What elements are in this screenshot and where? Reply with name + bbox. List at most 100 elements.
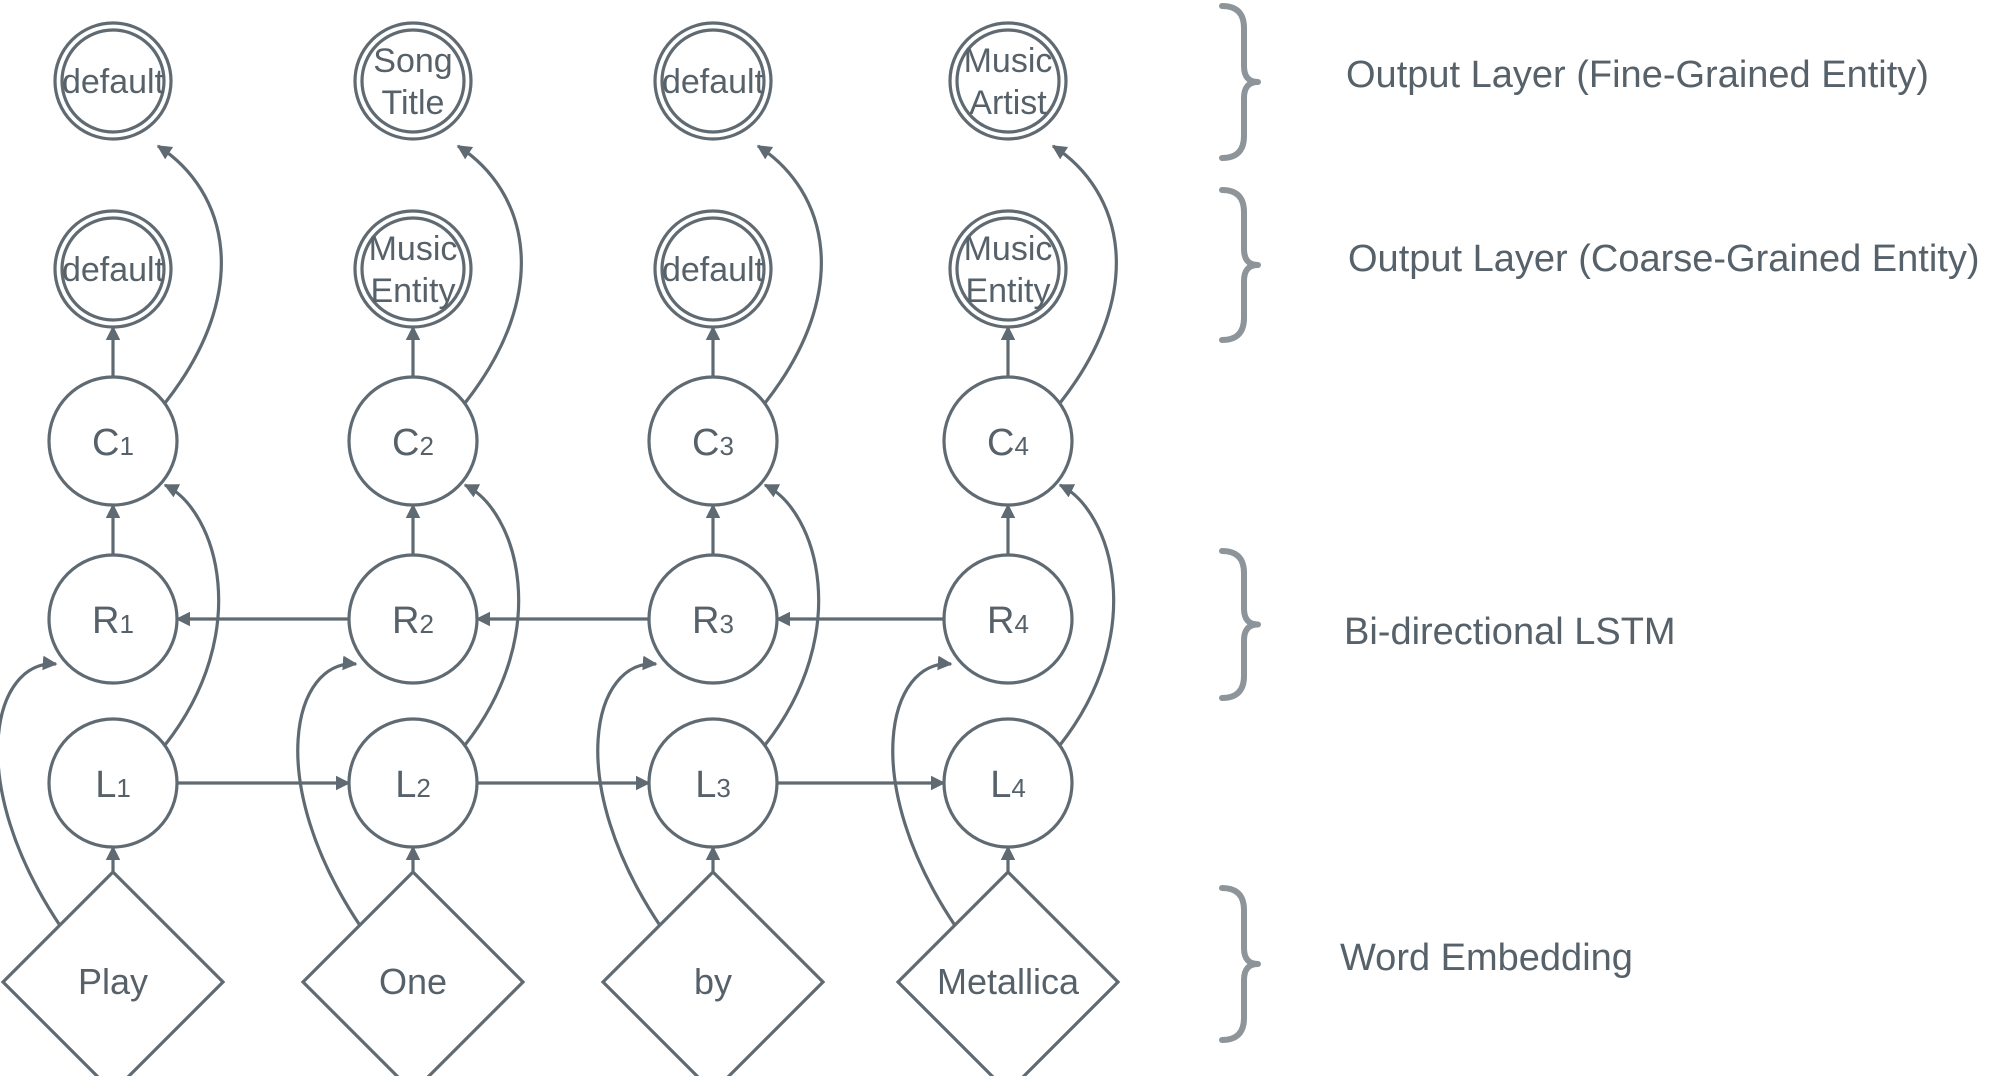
l4-node: L4 [942, 717, 1074, 849]
word-node-3: by [600, 869, 826, 1076]
word-node-2: One [300, 869, 526, 1076]
nodes-layer: PlayL1R1C1defaultdefaultOneL2R2C2MusicEn… [0, 21, 1121, 1076]
edge-l3-to-c3 [763, 483, 821, 746]
brace-lstm [1219, 548, 1261, 701]
c1-subscript: 1 [119, 431, 133, 461]
c2-base: C [392, 422, 419, 464]
word-node-4: Metallica [895, 869, 1121, 1076]
r1-node: R1 [47, 553, 179, 685]
c2-node: C2 [347, 375, 479, 507]
edges-layer [0, 144, 1118, 928]
fine-label-2-1: Song [373, 42, 452, 80]
fine-label-3-1: default [662, 63, 765, 101]
svg-text:R1: R1 [92, 600, 134, 642]
brace-embedding [1219, 885, 1261, 1043]
edge-c2-to-fine2 [456, 144, 523, 404]
coarse-label-2-2: Entity [370, 272, 455, 310]
edge-word-to-r2 [296, 655, 363, 928]
r2-node: R2 [347, 553, 479, 685]
edge-l1-to-c1 [163, 483, 221, 746]
r3-base: R [692, 600, 719, 642]
l4-subscript: 4 [1011, 773, 1025, 803]
word-label-4: Metallica [937, 961, 1080, 1002]
r2-base: R [392, 600, 419, 642]
l2-subscript: 2 [416, 773, 430, 803]
svg-text:L3: L3 [695, 764, 731, 806]
c3-base: C [692, 422, 719, 464]
word-label-3: by [694, 961, 732, 1002]
edge-l2-to-c2 [463, 483, 521, 746]
r4-node: R4 [942, 553, 1074, 685]
word-label-1: Play [78, 961, 148, 1002]
layer-label-embedding: Word Embedding [1340, 937, 1633, 979]
layer-label-lstm: Bi-directional LSTM [1344, 611, 1676, 653]
edge-l4-to-c4 [1058, 483, 1116, 746]
r4-subscript: 4 [1014, 609, 1028, 639]
l3-node: L3 [647, 717, 779, 849]
layer-label-fine: Output Layer (Fine-Grained Entity) [1346, 54, 1929, 96]
svg-text:L1: L1 [95, 764, 131, 806]
edge-word-to-r4 [891, 655, 958, 928]
svg-text:C2: C2 [392, 422, 434, 464]
word-label-2: One [379, 961, 447, 1002]
coarse-label-2-1: Music [369, 230, 458, 268]
l2-node: L2 [347, 717, 479, 849]
edge-c4-to-fine4 [1051, 144, 1118, 404]
l1-base: L [95, 764, 116, 806]
svg-text:C4: C4 [987, 422, 1029, 464]
edge-c1-to-fine1 [156, 144, 223, 404]
svg-text:R4: R4 [987, 600, 1029, 642]
braces-layer [1219, 3, 1261, 1043]
c4-subscript: 4 [1014, 431, 1028, 461]
c4-node: C4 [942, 375, 1074, 507]
coarse-output-node-1: default [53, 209, 173, 329]
coarse-label-4-2: Entity [965, 272, 1050, 310]
fine-label-2-2: Title [382, 84, 445, 122]
c1-node: C1 [47, 375, 179, 507]
c2-subscript: 2 [419, 431, 433, 461]
svg-text:R3: R3 [692, 600, 734, 642]
r1-subscript: 1 [119, 609, 133, 639]
c4-base: C [987, 422, 1014, 464]
svg-text:L2: L2 [395, 764, 431, 806]
l2-base: L [395, 764, 416, 806]
l1-subscript: 1 [116, 773, 130, 803]
brace-fine-output [1219, 3, 1261, 161]
r1-base: R [92, 600, 119, 642]
svg-text:R2: R2 [392, 600, 434, 642]
c3-node: C3 [647, 375, 779, 507]
l1-node: L1 [47, 717, 179, 849]
edge-word-to-r3 [596, 655, 663, 928]
fine-label-1-1: default [62, 63, 165, 101]
r4-base: R [987, 600, 1014, 642]
fine-label-4-1: Music [964, 42, 1053, 80]
coarse-label-4-1: Music [964, 230, 1053, 268]
coarse-label-3-1: default [662, 251, 765, 289]
brace-coarse-output [1219, 187, 1261, 343]
word-node-1: Play [0, 869, 226, 1076]
svg-text:L4: L4 [990, 764, 1026, 806]
fine-output-node-3: default [653, 21, 773, 141]
coarse-output-node-3: default [653, 209, 773, 329]
edge-word-to-r1 [0, 655, 63, 928]
c3-subscript: 3 [719, 431, 733, 461]
coarse-label-1-1: default [62, 251, 165, 289]
layer-labels: Output Layer (Fine-Grained Entity) Outpu… [1340, 54, 1980, 979]
fine-output-node-1: default [53, 21, 173, 141]
l3-subscript: 3 [716, 773, 730, 803]
l4-base: L [990, 764, 1011, 806]
edge-c3-to-fine3 [756, 144, 823, 404]
l3-base: L [695, 764, 716, 806]
r3-node: R3 [647, 553, 779, 685]
fine-label-4-2: Artist [969, 84, 1047, 122]
svg-text:C1: C1 [92, 422, 134, 464]
svg-text:C3: C3 [692, 422, 734, 464]
r2-subscript: 2 [419, 609, 433, 639]
r3-subscript: 3 [719, 609, 733, 639]
c1-base: C [92, 422, 119, 464]
